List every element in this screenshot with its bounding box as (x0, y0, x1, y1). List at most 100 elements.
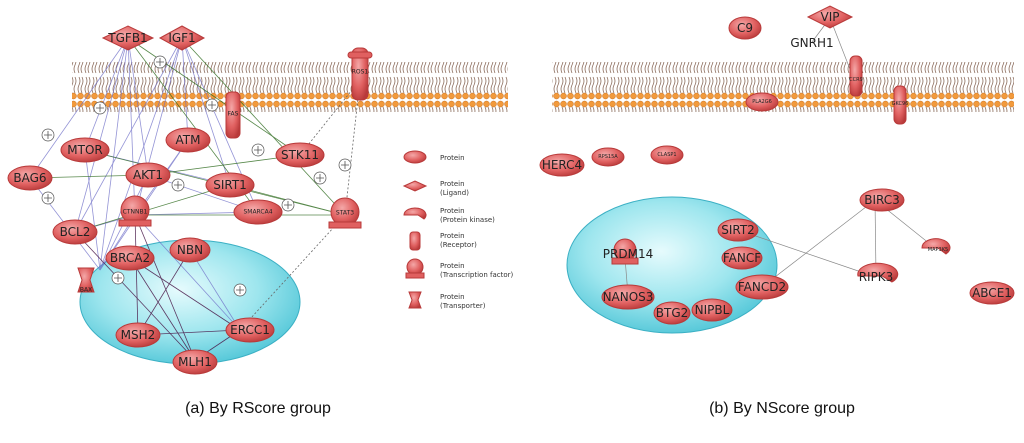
node-clasp1[interactable]: CLASP1 (650, 145, 684, 165)
legend-protein: Protein (403, 150, 465, 164)
legend-kinase: Protein (Protein kinase) (403, 207, 495, 224)
label-nbn: NBN (177, 243, 203, 257)
legend-protein-label: Protein (440, 154, 465, 162)
legend-ligand: Protein (Ligand) (402, 180, 469, 197)
label-fas: FAS (228, 111, 239, 118)
label-birc3: BIRC3 (864, 193, 900, 207)
label-igf1: IGF1 (168, 31, 195, 45)
node-tgfb1[interactable]: TGFB1 (101, 25, 155, 51)
left-plus-signs (44, 58, 349, 294)
label-nanos3: NANOS3 (603, 290, 654, 304)
node-fancf[interactable]: FANCF (721, 246, 763, 270)
legend-kinase-label: Protein (440, 207, 465, 215)
node-nipbl[interactable]: NIPBL (691, 298, 733, 322)
node-ripk3[interactable]: RIPK3 (857, 262, 899, 284)
legend-transporter-label: Protein (440, 293, 465, 301)
node-herc4[interactable]: HERC4 (539, 153, 585, 177)
legend-receptor-sub: (Receptor) (440, 241, 477, 249)
label-c9: C9 (737, 21, 753, 35)
label-fancd2: FANCD2 (738, 280, 786, 294)
label-btg2: BTG2 (656, 306, 689, 320)
label-msh2: MSH2 (121, 328, 156, 342)
label-akt1: AKT1 (133, 168, 163, 182)
label-stat3: STAT3 (336, 210, 354, 217)
label-gkc9: GKC96 (892, 101, 909, 107)
label-ros1: ROS1 (352, 69, 369, 76)
label-herc4: HERC4 (542, 158, 582, 172)
node-bag6[interactable]: BAG6 (7, 165, 53, 191)
left-caption: (a) By RScore group (185, 400, 331, 417)
label-bcl2: BCL2 (60, 225, 91, 239)
node-nanos3[interactable]: NANOS3 (601, 284, 655, 310)
node-nbn[interactable]: NBN (169, 237, 211, 263)
label-rps15a: RPS15A (598, 154, 618, 160)
label-stk11: STK11 (281, 148, 319, 162)
node-akt1[interactable]: AKT1 (125, 162, 171, 188)
node-mlh1[interactable]: MLH1 (172, 349, 218, 375)
right-caption: (b) By NScore group (709, 400, 855, 417)
node-map3k5[interactable]: MAP3K5 (921, 238, 951, 255)
node-prdm14[interactable]: PRDM14 (603, 238, 653, 265)
node-ccr9[interactable]: CCR9 (849, 55, 863, 97)
node-rps15a[interactable]: RPS15A (591, 147, 625, 167)
node-c9[interactable]: C9 (728, 16, 762, 40)
node-gnrh1[interactable]: GNRH1 (790, 36, 833, 50)
node-brca2[interactable]: BRCA2 (105, 245, 155, 271)
node-fancd2[interactable]: FANCD2 (735, 274, 789, 300)
legend-tf: Protein (Transcription factor) (405, 258, 513, 279)
left-panel: TGFB1 IGF1 ROS1 FAS MTOR ATM AKT1 (7, 25, 508, 417)
node-msh2[interactable]: MSH2 (115, 322, 161, 348)
label-vip: VIP (821, 10, 840, 24)
node-atm[interactable]: ATM (165, 127, 211, 153)
label-atm: ATM (176, 133, 201, 147)
label-prdm14: PRDM14 (603, 247, 653, 261)
label-fancf: FANCF (723, 251, 761, 265)
right-panel: C9 VIP GNRH1 CCR9 GKC96 PLA2G6 HERC4 RPS… (539, 5, 1015, 417)
node-sirt1[interactable]: SIRT1 (205, 172, 255, 198)
node-smarca4[interactable]: SMARCA4 (233, 199, 283, 225)
node-ercc1[interactable]: ERCC1 (225, 317, 275, 343)
node-pla2g6[interactable]: PLA2G6 (745, 92, 779, 112)
node-bax[interactable]: BAX (77, 267, 95, 294)
legend-tf-label: Protein (440, 262, 465, 270)
node-sirt2[interactable]: SIRT2 (717, 218, 759, 242)
label-map3k5: MAP3K5 (928, 247, 948, 253)
legend-ligand-label: Protein (440, 180, 465, 188)
label-mtor: MTOR (67, 143, 102, 157)
label-ctnnb1: CTNNB1 (123, 209, 148, 216)
label-pla2g6: PLA2G6 (752, 99, 772, 105)
node-stat3[interactable]: STAT3 (328, 197, 362, 229)
node-abce1[interactable]: ABCE1 (969, 281, 1015, 305)
label-sirt1: SIRT1 (213, 178, 247, 192)
label-ripk3: RIPK3 (859, 270, 894, 284)
node-vip[interactable]: VIP (806, 5, 854, 29)
node-bcl2[interactable]: BCL2 (52, 219, 98, 245)
label-sirt2: SIRT2 (721, 223, 755, 237)
legend: Protein Protein (Ligand) Protein (Protei… (402, 150, 513, 310)
label-clasp1: CLASP1 (657, 152, 676, 158)
node-ctnnb1[interactable]: CTNNB1 (118, 195, 152, 227)
legend-receptor: Protein (Receptor) (409, 231, 477, 251)
label-smarca4: SMARCA4 (243, 209, 272, 216)
node-gkc9[interactable]: GKC96 (892, 85, 909, 125)
label-brca2: BRCA2 (110, 251, 150, 265)
legend-ligand-sub: (Ligand) (440, 189, 469, 197)
node-stk11[interactable]: STK11 (275, 142, 325, 168)
node-birc3[interactable]: BIRC3 (859, 188, 905, 212)
label-bax: BAX (80, 287, 92, 294)
node-mtor[interactable]: MTOR (60, 137, 110, 163)
legend-kinase-sub: (Protein kinase) (440, 216, 495, 224)
node-fas[interactable]: FAS (225, 91, 241, 139)
node-btg2[interactable]: BTG2 (653, 301, 691, 325)
legend-transporter-sub: (Transporter) (440, 302, 486, 310)
label-bag6: BAG6 (13, 171, 46, 185)
label-mlh1: MLH1 (178, 355, 212, 369)
legend-tf-sub: (Transcription factor) (440, 271, 513, 279)
label-ccr9: CCR9 (849, 77, 863, 83)
node-igf1[interactable]: IGF1 (158, 25, 206, 51)
left-membrane (72, 62, 508, 112)
node-ros1[interactable]: ROS1 (347, 47, 373, 101)
legend-receptor-label: Protein (440, 232, 465, 240)
label-nipbl: NIPBL (695, 303, 730, 317)
